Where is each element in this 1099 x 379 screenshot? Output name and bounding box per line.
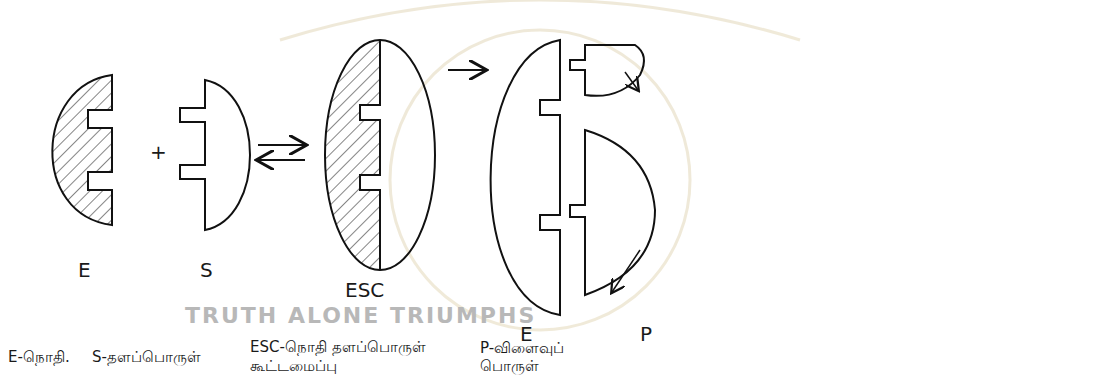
substrate-shape [180,80,250,230]
part-letter: S [200,258,213,283]
enzyme-shape [52,75,112,225]
part-letter: ESC [345,278,384,303]
part-letter: E [78,258,91,283]
watermark: TRUTH ALONE TRIUMPHS [185,302,536,330]
product-shape [570,45,644,96]
tamil-note: ESC-நொதி தளப்பொருள் கூட்டமைப்பு [250,338,465,376]
product-shape [570,130,655,295]
plus-sign: + [150,140,167,165]
part-letter: P [640,322,652,347]
tamil-note: S-தளப்பொருள் [92,348,201,367]
tamil-note: E-நொதி. [8,348,70,367]
enzyme-shape [491,40,560,315]
tamil-note: P-விளைவுப் பொருள் [480,339,610,377]
complex-shape [325,40,435,270]
